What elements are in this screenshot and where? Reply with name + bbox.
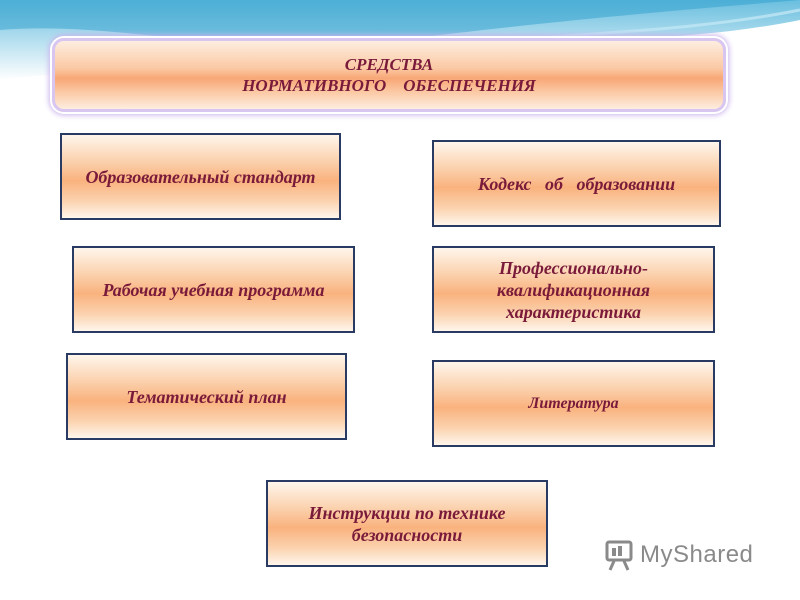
box-standard-label: Образовательный стандарт — [85, 166, 316, 187]
box-code-label: Кодекс об образовании — [477, 173, 676, 194]
myshared-logo: MyShared — [604, 538, 774, 572]
presentation-board-icon — [605, 540, 633, 571]
watermark-text: MyShared — [640, 541, 754, 568]
box-program: Рабочая учебная программа — [72, 246, 355, 333]
box-literature-label: Литература — [528, 394, 619, 412]
box-standard: Образовательный стандарт — [60, 133, 341, 220]
box-profile-label: Профессионально-квалификационная характе… — [496, 257, 651, 322]
diagram-title: СРЕДСТВА НОРМАТИВНОГО ОБЕСПЕЧЕНИЯ — [52, 38, 726, 112]
box-profile: Профессионально-квалификационная характе… — [432, 246, 715, 333]
box-literature: Литература — [432, 360, 715, 447]
title-line-2: НОРМАТИВНОГО ОБЕСПЕЧЕНИЯ — [242, 76, 536, 95]
title-line-1: СРЕДСТВА — [344, 55, 434, 74]
box-safety: Инструкции по технике безопасности — [266, 480, 548, 567]
box-plan-label: Тематический план — [126, 386, 287, 407]
box-program-label: Рабочая учебная программа — [102, 279, 325, 300]
box-code: Кодекс об образовании — [432, 140, 721, 227]
box-safety-label: Инструкции по технике безопасности — [308, 502, 506, 545]
box-plan: Тематический план — [66, 353, 347, 440]
